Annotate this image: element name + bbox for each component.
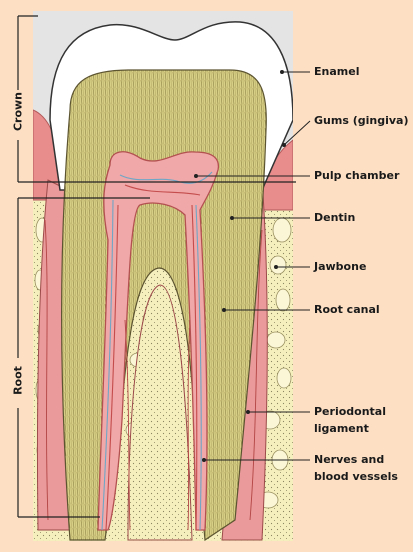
periodontal-label-line1: Periodontal <box>314 405 386 418</box>
root-canal-label: Root canal <box>314 303 380 316</box>
pulp-chamber-label: Pulp chamber <box>314 169 400 182</box>
crown-label: Crown <box>11 91 25 132</box>
jawbone-interradicular <box>127 284 193 541</box>
enamel-label: Enamel <box>314 65 360 78</box>
nerves-vessels-label: Nerves and blood vessels <box>314 451 398 485</box>
callout-leaders <box>196 71 311 461</box>
nerves-label-line2: blood vessels <box>314 470 398 483</box>
nerves-and-vessels <box>101 171 213 531</box>
periodontal-label-line2: ligament <box>314 422 369 435</box>
root-label: Root <box>11 366 25 395</box>
side-brackets <box>17 15 296 518</box>
pulp-chamber <box>97 151 220 531</box>
dentin-label: Dentin <box>314 211 356 224</box>
nerves-label-line1: Nerves and <box>314 453 385 466</box>
gums-label: Gums (gingiva) <box>314 114 409 127</box>
ligament-vessels <box>44 219 263 531</box>
periodontal-ligament-label: Periodontal ligament <box>314 403 386 437</box>
jawbone-label: Jawbone <box>314 260 367 273</box>
callout-dots <box>194 70 286 462</box>
